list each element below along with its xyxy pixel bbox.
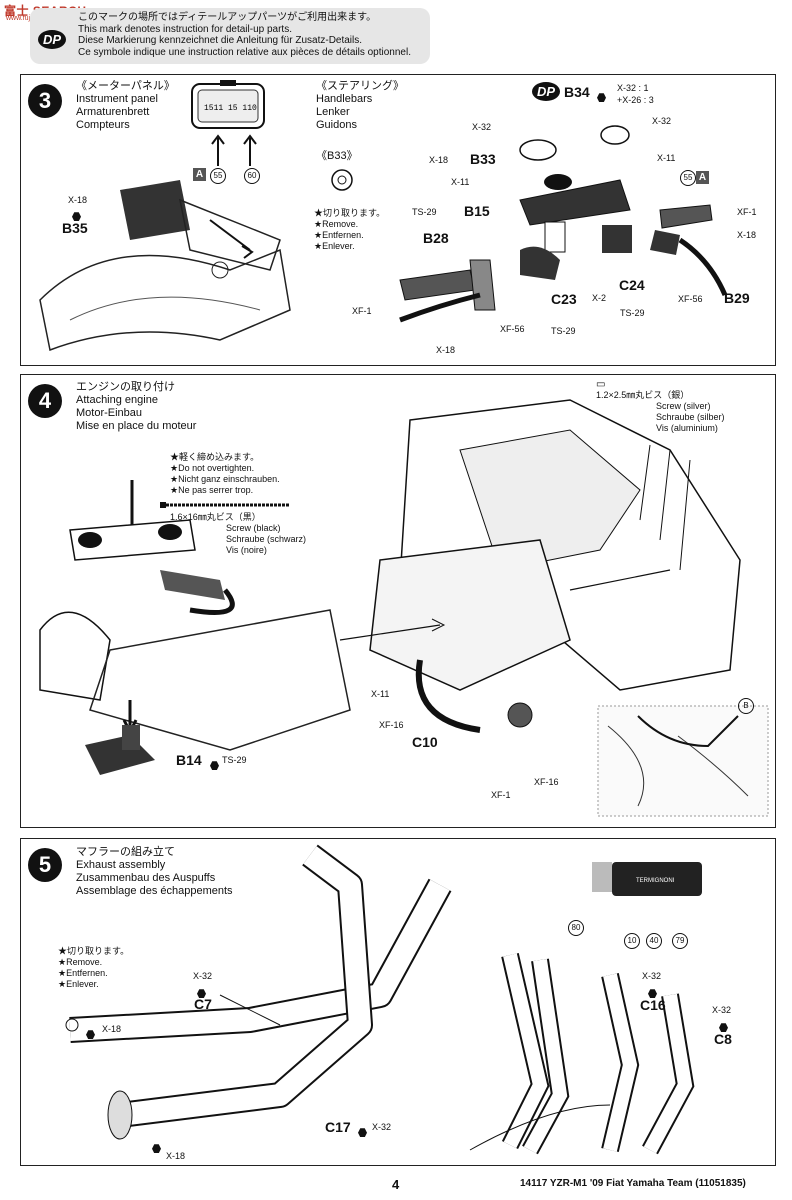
screw-xf56-label: XF-56	[678, 294, 703, 304]
b33-notes: ★切り取ります。★Remove. ★Entfernen.★Enlever.	[314, 208, 386, 251]
screw-x32-label: X-32	[193, 971, 213, 981]
step-3-panel	[20, 74, 776, 366]
exhaust-illustration-right	[469, 952, 695, 1155]
screw-ts29-label: TS-29	[551, 326, 576, 336]
page-number: 4	[392, 1177, 400, 1192]
screw-x11-label: X-11	[371, 689, 390, 699]
panel-letter-a: A	[193, 168, 206, 181]
part-c23: C23	[551, 291, 577, 307]
part-c24: C24	[619, 277, 645, 293]
part-c16: C16	[640, 997, 666, 1013]
part-b15: B15	[464, 203, 490, 219]
hex-nut-icon	[86, 1026, 95, 1044]
watermark-url: www.fujixx.com	[6, 15, 54, 22]
hex-nut-icon	[358, 1124, 367, 1142]
step-number: 5	[28, 848, 62, 882]
screw-ts29-label: TS-29	[222, 755, 247, 765]
step-4-panel	[20, 374, 776, 828]
screw-black-spec: 1.6×16㎜丸ビス（黒） Screw (black) Schraube (sc…	[170, 512, 307, 555]
fork-frame-illustration	[39, 480, 351, 775]
hex-nut-icon	[210, 757, 219, 775]
part-c17: C17	[325, 1119, 351, 1135]
hex-nut-icon	[719, 1019, 728, 1037]
hex-nut-icon	[197, 985, 206, 1003]
step-number: 3	[28, 84, 62, 118]
part-b33: B33	[470, 151, 496, 167]
screw-x32-label: X-32	[652, 116, 672, 126]
screw-x18-label: X-18	[737, 230, 757, 240]
dp-badge-step3: DP	[532, 82, 561, 101]
svg-text:TERMIGNONI: TERMIGNONI	[636, 878, 675, 884]
screw-silver-spec: ▭ 1.2×2.5㎜丸ビス（銀） Screw (silver) Schraube…	[596, 379, 725, 433]
screw-x18-label: X-18	[68, 195, 88, 205]
step-5-panel	[20, 838, 776, 1166]
part-c8: C8	[714, 1031, 732, 1047]
screw-ts29-label: TS-29	[412, 207, 437, 217]
dp-notice-text: このマークの場所ではディテールアップパーツがご利用出来ます。 This mark…	[78, 12, 411, 58]
screw-xf1-label: XF-1	[491, 790, 511, 800]
decal-10: 10	[624, 933, 640, 949]
screw-xf16-label: XF-16	[534, 777, 559, 787]
svg-text:1511 15 110: 1511 15 110	[204, 104, 257, 113]
hex-nut-icon	[152, 1140, 161, 1158]
screw-x32-label: X-32	[712, 1005, 732, 1015]
dp-badge: DP	[38, 30, 67, 49]
detail-inset	[597, 705, 769, 817]
part-c7: C7	[194, 996, 212, 1012]
decal-80: 80	[568, 920, 584, 936]
b33-part-icon	[331, 169, 353, 191]
part-b14: B14	[176, 752, 202, 768]
hex-nut-icon	[597, 89, 606, 107]
b33-title: 《B33》	[316, 150, 358, 162]
b34-ratio-x26: +X-26 : 3	[617, 95, 654, 105]
screw-xf1-label: XF-1	[737, 207, 757, 217]
screw-x32-label: X-32	[642, 971, 662, 981]
screw-x18-label: X-18	[436, 345, 456, 355]
step-4-warnings: ★軽く締め込みます。★Do not overtighten. ★Nicht ga…	[170, 452, 280, 495]
footer-title: 14117 YZR-M1 '09 Fiat Yamaha Team (11051…	[520, 1178, 746, 1189]
screw-x11-label: X-11	[657, 153, 676, 163]
part-b35: B35	[62, 220, 88, 236]
part-b34: B34	[564, 84, 590, 100]
screw-x18-label: X-18	[102, 1024, 122, 1034]
screw-x2-label: X-2	[592, 293, 607, 303]
screw-ts29-label: TS-29	[620, 308, 645, 318]
step-3-left-title: 《メーターパネル》Instrument panel Armaturenbrett…	[76, 80, 175, 131]
part-b29: B29	[724, 290, 750, 306]
frame-illustration	[39, 180, 291, 352]
handlebar-illustration	[399, 125, 728, 323]
part-b28: B28	[423, 230, 449, 246]
detail-up-notice	[30, 8, 430, 64]
screw-xf16-label: XF-16	[379, 720, 404, 730]
b34-ratio-x32: X-32 : 1	[617, 83, 649, 93]
arrows-icon	[211, 134, 257, 166]
screw-x32-label: X-32	[472, 122, 492, 132]
screw-x11-label: X-11	[451, 177, 470, 187]
screw-x18-label: X-18	[166, 1151, 186, 1161]
screw-x18-label: X-18	[429, 155, 449, 165]
hex-nut-icon	[72, 208, 81, 226]
part-c10: C10	[412, 734, 438, 750]
exhaust-illustration-left	[65, 844, 452, 1140]
decal-60: 60	[244, 168, 260, 184]
hex-nut-icon	[648, 985, 657, 1003]
decal-79: 79	[672, 933, 688, 949]
step-5-notes: ★切り取ります。★Remove. ★Entfernen.★Enlever.	[58, 946, 130, 989]
muffler-decal-illustration: TERMIGNONI	[592, 862, 702, 896]
step-number: 4	[28, 384, 62, 418]
decal-40: 40	[646, 933, 662, 949]
screw-xf1-label: XF-1	[352, 306, 372, 316]
screw-black-icon	[160, 502, 290, 508]
decal-55: 55	[210, 168, 226, 184]
instrument-panel-illustration: 1511 15 110	[191, 80, 265, 129]
detail-b-marker: B	[738, 698, 754, 714]
engine-frame-illustration	[339, 399, 741, 733]
screw-x32-label: X-32	[372, 1122, 392, 1132]
screw-xf56-label: XF-56	[500, 324, 525, 334]
